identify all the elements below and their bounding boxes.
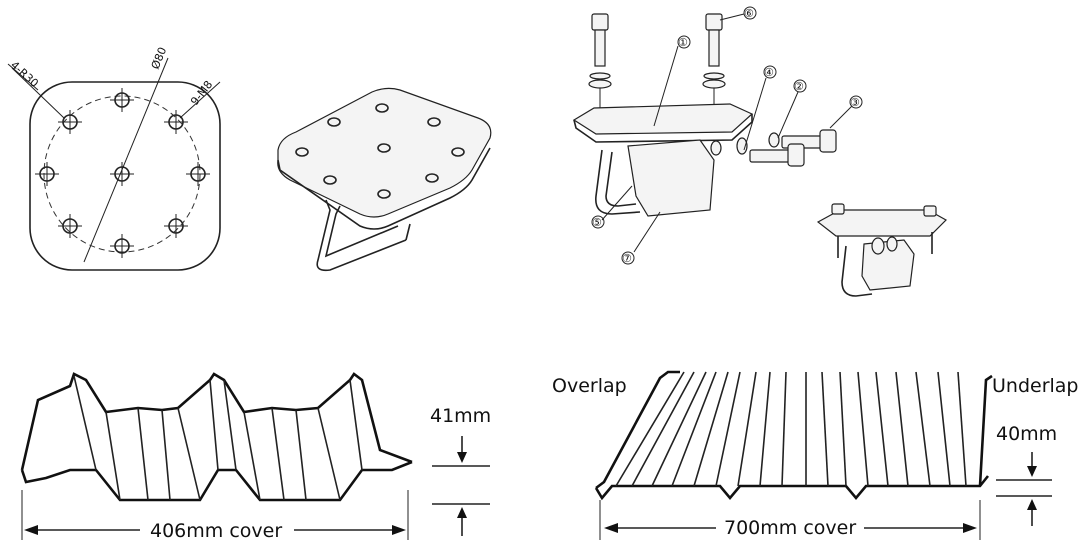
bolt-hole — [110, 234, 134, 258]
panel-right-bottom-profile — [594, 475, 990, 501]
callout-5: ⑤ — [591, 215, 605, 229]
svg-text:⑤: ⑤ — [592, 216, 602, 229]
panel-ribs — [73, 375, 363, 501]
callout-6: ⑥ — [743, 6, 757, 20]
callout-2: ② — [793, 79, 807, 93]
panel-left-cover-label: 406mm cover — [150, 520, 282, 542]
plate-edge — [277, 147, 491, 230]
side-bolts — [710, 129, 837, 167]
svg-text:⑦: ⑦ — [622, 252, 632, 265]
clamp-loop — [595, 149, 641, 215]
bolt-hole — [164, 110, 188, 134]
svg-text:④: ④ — [764, 66, 774, 79]
underlap-label: Underlap — [992, 375, 1079, 397]
overlap-label: Overlap — [552, 375, 627, 397]
svg-text:②: ② — [794, 80, 804, 93]
radius-label: 4-R30 — [8, 59, 41, 90]
callout-1: ① — [677, 35, 691, 49]
svg-text:③: ③ — [850, 96, 860, 109]
plate-hook — [316, 199, 407, 272]
panel-left-height-label: 41mm — [430, 405, 491, 427]
exploded-plate — [572, 103, 754, 135]
holes-label: 9-M8 — [188, 78, 215, 108]
panel-right-height-label: 40mm — [996, 423, 1057, 445]
panel-right-left-edge — [595, 370, 680, 490]
panel-right-cover-label: 700mm cover — [724, 517, 856, 539]
cap-screw-right — [702, 13, 726, 112]
bolt-hole — [110, 88, 134, 112]
holes-leader — [179, 81, 221, 119]
svg-text:①: ① — [678, 36, 688, 49]
panel-right-right-edge — [978, 374, 993, 487]
exploded-assembly: ① ② ③ ④ ⑤ ⑥ ⑦ — [572, 6, 947, 297]
plate-outline — [29, 81, 221, 271]
cap-screw-left — [588, 13, 612, 118]
assembled-view — [816, 203, 947, 297]
panel-top-profile — [20, 372, 413, 471]
panel-corrugated: Overlap Underlap — [552, 370, 1079, 540]
bolt-hole — [58, 110, 82, 134]
panel-bottom-profile — [20, 460, 413, 502]
panel-trapezoidal: 406mm cover 41mm — [20, 372, 491, 542]
callout-4: ④ — [763, 65, 777, 79]
plate-top-view: Ø80 4-R30 9-M8 — [7, 45, 221, 271]
callout-7: ⑦ — [621, 251, 635, 265]
diameter-label: Ø80 — [149, 45, 170, 71]
plate-isometric-view — [277, 87, 492, 272]
bolt-hole — [35, 162, 59, 186]
callout-3: ③ — [849, 95, 863, 109]
bolt-hole — [58, 214, 82, 238]
panel-right-ribs — [615, 371, 967, 487]
radius-leader — [11, 67, 65, 119]
bolt-hole — [110, 162, 134, 186]
svg-text:⑥: ⑥ — [744, 7, 754, 20]
clamp-block — [627, 139, 715, 217]
bolt-hole — [164, 214, 188, 238]
plate-iso-holes — [295, 103, 465, 199]
diameter-leader — [83, 57, 169, 263]
bolt-hole — [186, 162, 210, 186]
bolt-holes — [35, 88, 210, 258]
